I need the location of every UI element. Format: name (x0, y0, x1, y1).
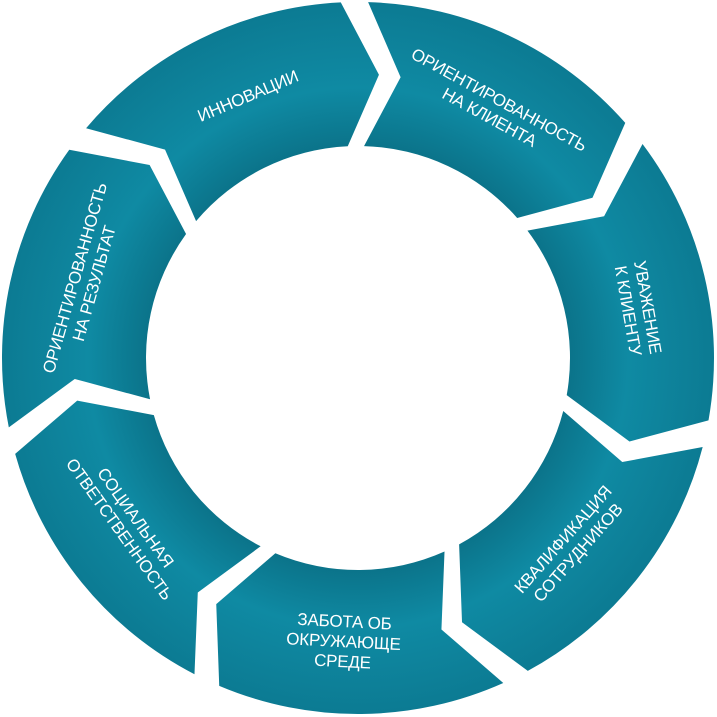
segment-respect-for-client (527, 144, 715, 442)
label-line: ЗАБОТА ОБ (297, 610, 392, 634)
label-line: СРЕДЕ (314, 651, 372, 673)
segment-social-responsibility (15, 400, 261, 675)
segment-customer-orientation (364, 2, 626, 218)
segment-result-orientation (1, 149, 187, 428)
segment-environmental-care (216, 551, 504, 715)
segment-innovations (86, 2, 379, 222)
segment-staff-qualification (459, 411, 703, 671)
